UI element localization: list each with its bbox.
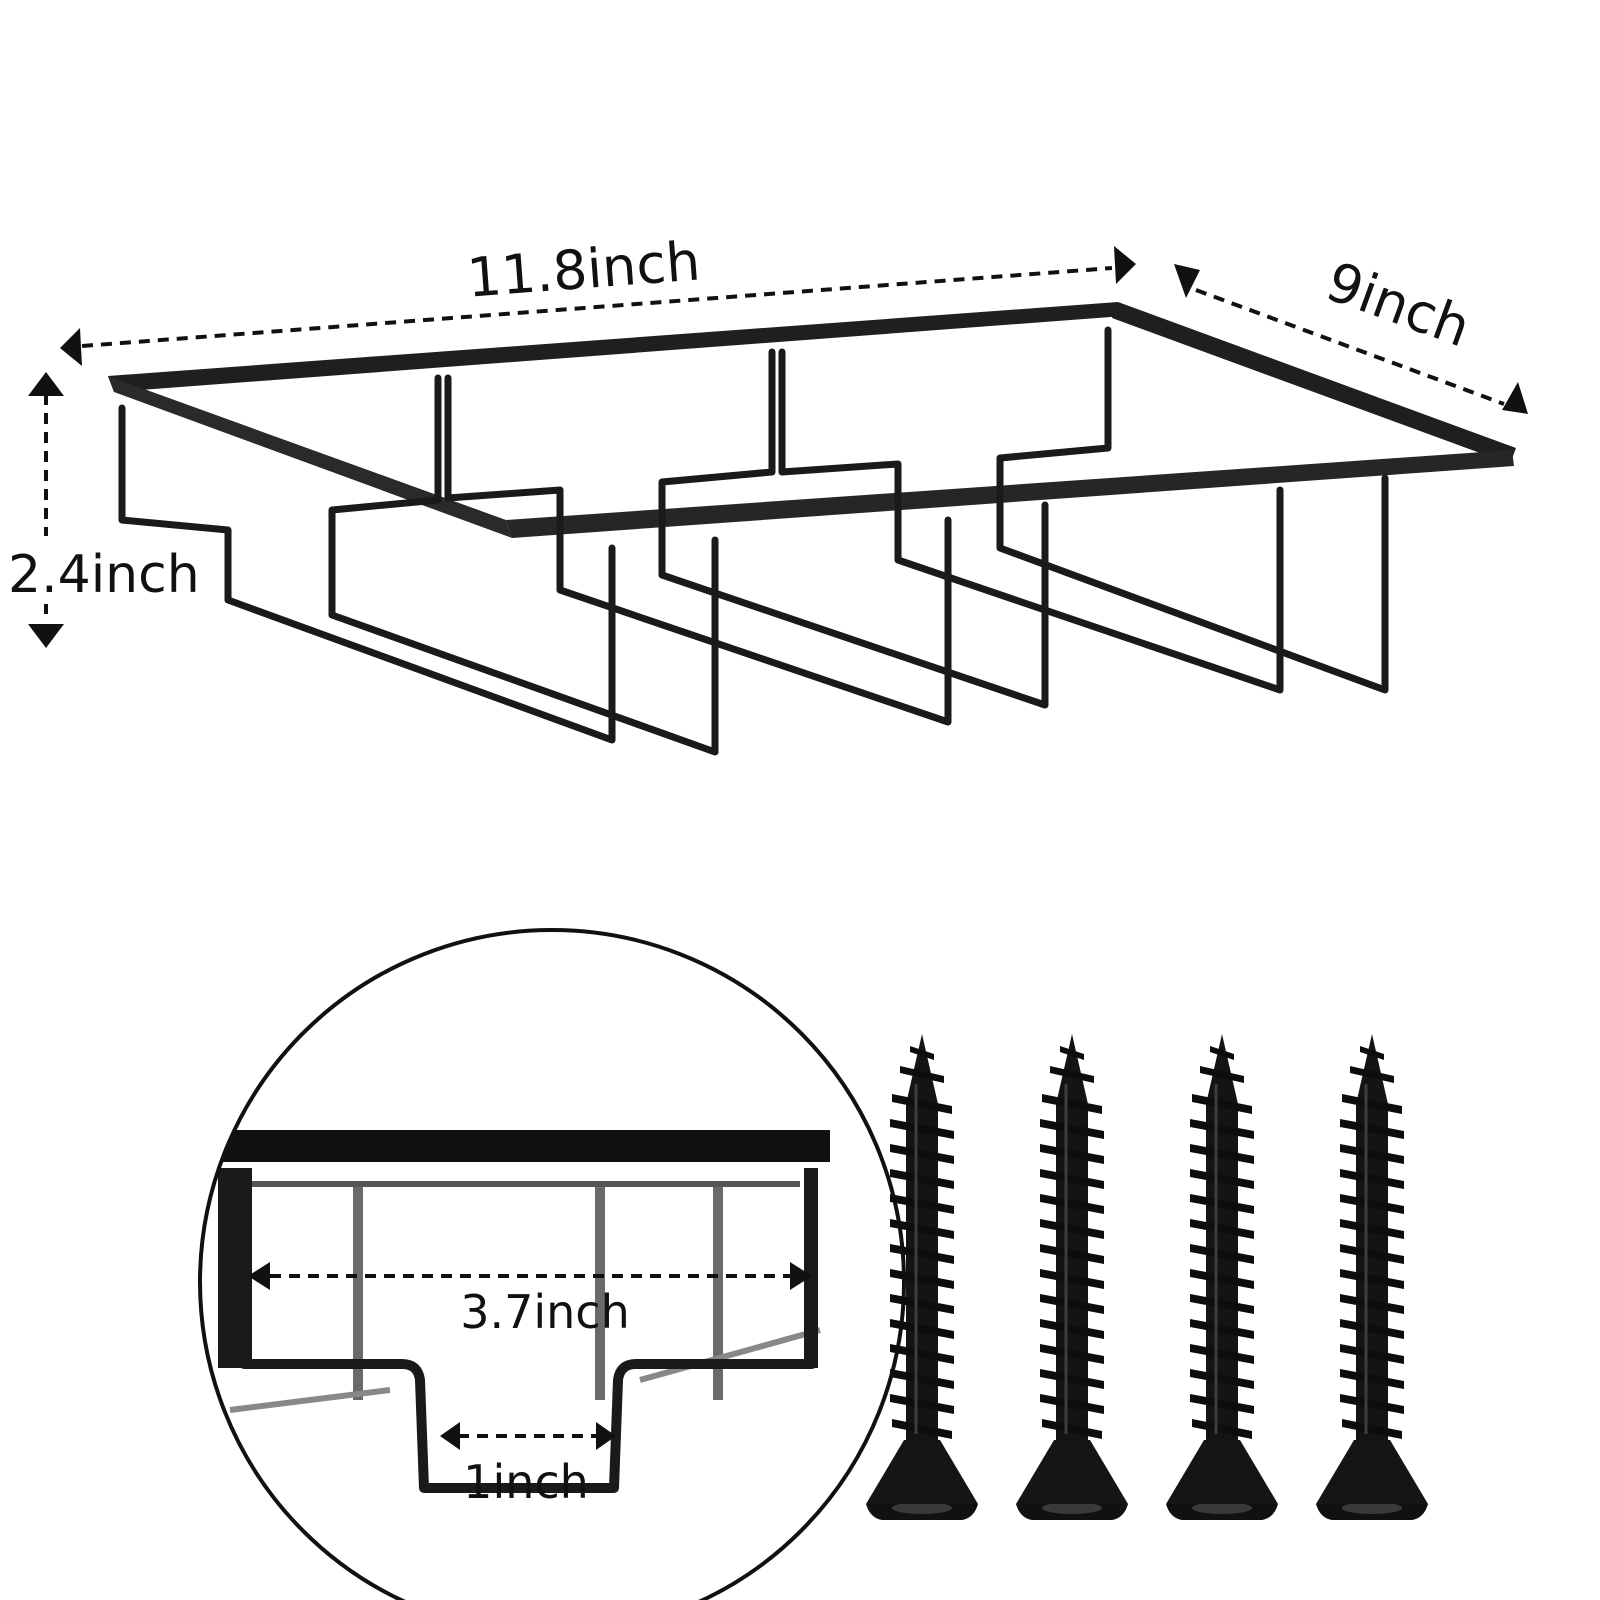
rack-back-bar <box>108 302 1124 392</box>
wine-glass-rack <box>108 302 1516 756</box>
rack-slot-1-inner <box>328 374 719 756</box>
slot-opening-arrow-right <box>596 1422 616 1450</box>
width-dimension-line <box>81 266 1113 348</box>
slot-width-arrow-left <box>248 1262 270 1290</box>
width-arrow-right <box>1114 246 1136 284</box>
height-dimension: 2.4inch <box>6 372 202 648</box>
slot-width-arrow-right <box>790 1262 812 1290</box>
width-arrow-left <box>60 328 82 366</box>
screws <box>864 1032 1430 1522</box>
zoom-front-wire <box>239 1168 817 1493</box>
rack-right-bar <box>1112 302 1516 464</box>
slot-opening-dimension: 1inch <box>440 1422 616 1509</box>
depth-arrow-top <box>1174 264 1200 298</box>
zoom-top-bar <box>200 1130 830 1162</box>
screw-4 <box>1314 1032 1430 1522</box>
screw-2 <box>1014 1032 1130 1522</box>
rack-front-bar <box>506 450 1514 538</box>
height-arrow-bottom <box>28 624 64 648</box>
rack-left-bar <box>108 376 512 538</box>
zoom-detail: 3.7inch 1inch <box>198 928 906 1600</box>
depth-dimension-line <box>1195 288 1505 406</box>
rack-slot-2-inner <box>658 348 1049 709</box>
height-label: 2.4inch <box>8 545 200 605</box>
slot-width-label: 3.7inch <box>460 1285 630 1339</box>
depth-arrow-bottom <box>1502 382 1528 414</box>
rack-slot-3 <box>778 348 1284 694</box>
slot-opening-label: 1inch <box>463 1455 589 1509</box>
slot-width-dimension: 3.7inch <box>248 1262 812 1339</box>
slot-opening-arrow-left <box>440 1422 460 1450</box>
screw-3 <box>1164 1032 1280 1522</box>
rack-slot-2 <box>444 374 952 726</box>
height-arrow-top <box>28 372 64 396</box>
zoom-circle-border <box>198 928 906 1600</box>
rack-slot-1 <box>118 404 616 744</box>
screw-1 <box>864 1032 980 1522</box>
width-label: 11.8inch <box>465 229 702 309</box>
rack-slot-3-inner <box>996 326 1389 694</box>
